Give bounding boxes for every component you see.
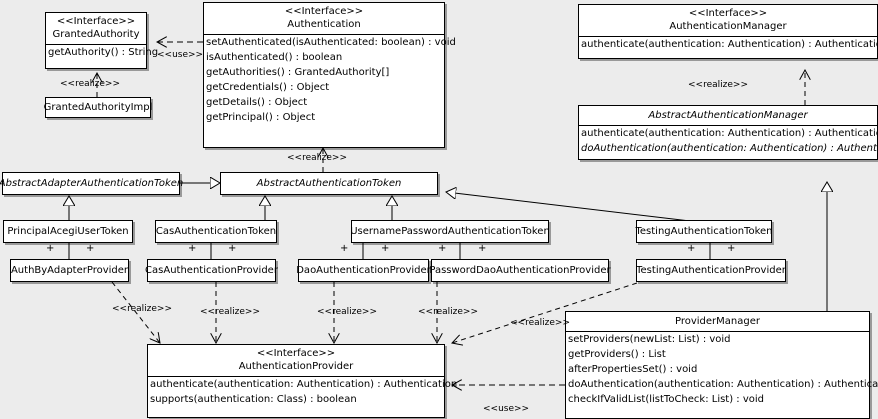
operation-row: checkIfValidList(listToCheck: List) : vo…	[568, 394, 765, 405]
edge-label-realize-abstract-authentication-token: <<realize>>	[287, 153, 347, 163]
class-password-dao-authentication-provider[interactable]: PasswordDaoAuthenticationProvider	[429, 259, 611, 282]
class-abstract-authentication-token[interactable]: AbstractAuthenticationToken	[220, 172, 438, 195]
class-testing-authentication-token[interactable]: TestingAuthenticationToken	[635, 220, 773, 243]
multiplicity-plus: +	[687, 243, 696, 254]
operation-row: afterPropertiesSet() : void	[568, 364, 698, 375]
class-header: <<Interface>> Authentication	[204, 3, 444, 34]
stereotype-label: <<Interface>>	[256, 348, 336, 359]
edge-label-use-granted-authority: <<use>>	[157, 50, 204, 60]
operation-row: getProviders() : List	[568, 349, 666, 360]
operations-compartment: setAuthenticated(isAuthenticated: boolea…	[204, 34, 456, 125]
multiplicity-plus: +	[381, 243, 390, 254]
operation-row: getPrincipal() : Object	[206, 112, 316, 123]
operations-compartment: setProviders(newList: List) : void getPr…	[566, 331, 878, 407]
class-header: <<Interface>> AuthenticationManager	[579, 5, 877, 36]
class-dao-authentication-provider[interactable]: DaoAuthenticationProvider	[296, 259, 431, 282]
operation-row: setProviders(newList: List) : void	[568, 334, 731, 345]
operation-row: setAuthenticated(isAuthenticated: boolea…	[206, 37, 456, 48]
class-name-label: GrantedAuthority	[52, 29, 140, 40]
class-name-label: DaoAuthenticationProvider	[296, 265, 431, 276]
edge-label-realize-cas-provider: <<realize>>	[200, 307, 260, 317]
operation-row: doAuthentication(authentication: Authent…	[581, 143, 878, 154]
edge-label-use-provider-manager: <<use>>	[483, 404, 530, 414]
class-granted-authority-impl[interactable]: GrantedAuthorityImpl	[43, 97, 153, 118]
operation-row: isAuthenticated() : boolean	[206, 52, 343, 63]
class-authentication-manager[interactable]: <<Interface>> AuthenticationManager auth…	[578, 4, 878, 59]
class-authentication[interactable]: <<Interface>> Authentication setAuthenti…	[203, 2, 456, 148]
class-header: ProviderManager	[566, 312, 869, 331]
class-header: <<Interface>> GrantedAuthority	[46, 13, 146, 44]
class-name-label: AbstractAuthenticationToken	[256, 178, 402, 189]
multiplicity-plus: +	[727, 243, 736, 254]
operations-compartment: authenticate(authentication: Authenticat…	[579, 36, 878, 52]
operation-row: getCredentials() : Object	[206, 82, 330, 93]
multiplicity-plus: +	[188, 243, 197, 254]
multiplicity-plus: +	[86, 243, 95, 254]
class-name-label: AuthenticationProvider	[238, 361, 354, 372]
class-cas-authentication-provider[interactable]: CasAuthenticationProvider	[145, 259, 278, 282]
class-cas-authentication-token[interactable]: CasAuthenticationToken	[155, 220, 277, 243]
stereotype-label: <<Interface>>	[56, 16, 136, 27]
class-username-password-authentication-token[interactable]: UsernamePasswordAuthenticationToken	[350, 220, 550, 243]
stereotype-label: <<Interface>>	[688, 8, 768, 19]
multiplicity-plus: +	[228, 243, 237, 254]
multiplicity-plus: +	[478, 243, 487, 254]
operation-row: getDetails() : Object	[206, 97, 308, 108]
class-name-label: TestingAuthenticationToken	[635, 226, 773, 237]
class-principal-acegi-user-token[interactable]: PrincipalAcegiUserToken	[3, 220, 133, 243]
class-name-label: AuthByAdapterProvider	[10, 265, 129, 276]
operations-compartment: authenticate(authentication: Authenticat…	[579, 125, 878, 156]
operation-row: doAuthentication(authentication: Authent…	[568, 379, 878, 390]
operation-row: getAuthority() : String	[48, 47, 159, 58]
multiplicity-plus: +	[340, 243, 349, 254]
class-name-label: AbstractAdapterAuthenticationToken	[0, 178, 184, 189]
edge-label-realize-auth-by-adapter: <<realize>>	[112, 304, 172, 314]
operations-compartment: getAuthority() : String	[46, 44, 159, 60]
operation-row: supports(authentication: Class) : boolea…	[150, 394, 357, 405]
class-auth-by-adapter-provider[interactable]: AuthByAdapterProvider	[10, 259, 129, 282]
operation-row: authenticate(authentication: Authenticat…	[581, 39, 878, 50]
class-name-label: CasAuthenticationProvider	[145, 265, 278, 276]
class-provider-manager[interactable]: ProviderManager setProviders(newList: Li…	[565, 311, 878, 419]
operation-row: authenticate(authentication: Authenticat…	[581, 128, 878, 139]
edge-label-realize-password-dao-provider: <<realize>>	[418, 307, 478, 317]
edge-label-realize-abstract-authentication-manager: <<realize>>	[688, 80, 748, 90]
class-name-label: TestingAuthenticationProvider	[636, 265, 786, 276]
operation-row: getAuthorities() : GrantedAuthority[]	[206, 67, 390, 78]
multiplicity-plus: +	[438, 243, 447, 254]
class-header: AbstractAuthenticationManager	[579, 106, 877, 125]
class-name-label: CasAuthenticationToken	[155, 226, 277, 237]
class-name-label: GrantedAuthorityImpl	[43, 102, 153, 113]
class-name-label: PasswordDaoAuthenticationProvider	[429, 265, 611, 276]
class-name-label: Authentication	[287, 19, 361, 30]
multiplicity-plus: +	[46, 243, 55, 254]
class-name-label: ProviderManager	[674, 316, 760, 327]
class-name-label: AbstractAuthenticationManager	[648, 110, 808, 121]
class-granted-authority[interactable]: <<Interface>> GrantedAuthority getAuthor…	[45, 12, 159, 69]
class-name-label: PrincipalAcegiUserToken	[7, 226, 129, 237]
stereotype-label: <<Interface>>	[284, 6, 364, 17]
class-name-label: AuthenticationManager	[669, 21, 787, 32]
class-abstract-adapter-authentication-token[interactable]: AbstractAdapterAuthenticationToken	[0, 172, 184, 195]
edge-label-realize-dao-provider: <<realize>>	[317, 307, 377, 317]
class-header: <<Interface>> AuthenticationProvider	[148, 345, 444, 376]
class-abstract-authentication-manager[interactable]: AbstractAuthenticationManager authentica…	[578, 105, 878, 160]
edge-label-realize-granted-authority-impl: <<realize>>	[60, 79, 120, 89]
class-testing-authentication-provider[interactable]: TestingAuthenticationProvider	[636, 259, 786, 282]
operations-compartment: authenticate(authentication: Authenticat…	[148, 376, 458, 407]
edge-label-realize-testing-provider: <<realize>>	[510, 318, 570, 328]
edge-testingauthenticationtoken-extends-abstractauthenticationtoken	[446, 192, 691, 222]
class-name-label: UsernamePasswordAuthenticationToken	[350, 226, 550, 237]
class-authentication-provider[interactable]: <<Interface>> AuthenticationProvider aut…	[147, 344, 458, 418]
operation-row: authenticate(authentication: Authenticat…	[150, 379, 458, 390]
